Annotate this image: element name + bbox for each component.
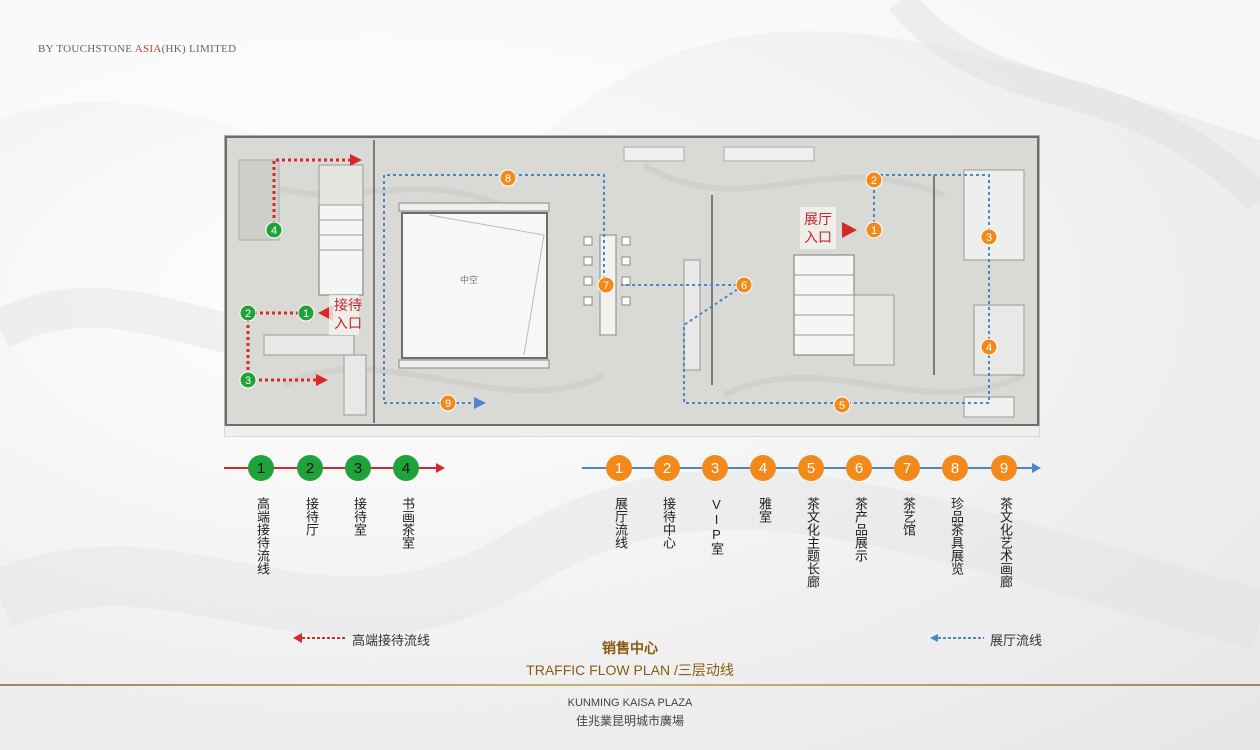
svg-text:3: 3	[354, 460, 362, 477]
orange-marker-1: 1	[865, 221, 883, 239]
svg-text:1: 1	[615, 460, 623, 477]
legend-orange-3: 3	[702, 455, 728, 481]
svg-text:2: 2	[306, 460, 314, 477]
svg-text:7: 7	[603, 280, 609, 292]
footer-en: KUNMING KAISA PLAZA	[567, 697, 693, 709]
legend-orange-6: 6	[846, 455, 872, 481]
svg-text:9: 9	[1000, 460, 1008, 477]
legend-orange-5: 5	[798, 455, 824, 481]
red-arrowhead-top	[350, 154, 362, 166]
orange-marker-7: 7	[597, 276, 615, 294]
legend-right-label-5: 茶文化主题长廊	[805, 497, 820, 588]
legend-orange-2: 2	[654, 455, 680, 481]
svg-text:8: 8	[951, 460, 959, 477]
reception-entrance-line2: 入口	[334, 317, 362, 332]
legend-right-label-4: 雅室	[757, 497, 772, 523]
svg-text:4: 4	[759, 460, 767, 477]
svg-text:6: 6	[855, 460, 863, 477]
reception-entrance-line1: 接待	[334, 297, 362, 314]
orange-marker-6: 6	[735, 276, 753, 294]
showroom-entrance-line1: 展厅	[804, 213, 832, 228]
legend-green-2: 2	[297, 455, 323, 481]
company-brand: BY TOUCHSTONE ASIA(HK) LIMITED	[38, 43, 236, 55]
legend-right-label-6: 茶产品展示	[853, 497, 868, 562]
svg-text:5: 5	[807, 460, 815, 477]
green-marker-3: 3	[239, 371, 257, 389]
key-red-label: 高端接待流线	[352, 633, 431, 648]
orange-marker-3: 3	[980, 228, 998, 246]
legend-right-label-7: 茶艺馆	[901, 497, 916, 536]
green-marker-4: 4	[265, 221, 283, 239]
svg-text:8: 8	[505, 173, 511, 185]
legend-orange-1: 1	[606, 455, 632, 481]
orange-marker-5: 5	[833, 396, 851, 414]
legend-graphics: 1 2 3 4 1 2 3 4 5 6 7 8 9	[224, 455, 1041, 643]
footer-divider	[0, 684, 1260, 686]
svg-text:3: 3	[986, 232, 992, 244]
floor-plan-drawing: 中空 接待 入口 展厅 入口 4 2 1 3 1 2 3 4 5 6 7 8 9	[224, 135, 1040, 437]
legend-right-label-1: 展厅流线	[613, 497, 628, 549]
legend-left-label-1: 高端接待流线	[255, 497, 270, 575]
orange-marker-8: 8	[499, 169, 517, 187]
svg-text:4: 4	[402, 460, 410, 477]
svg-text:4: 4	[986, 342, 992, 354]
legend-right-label-2: 接待中心	[661, 497, 676, 549]
svg-text:9: 9	[445, 398, 451, 410]
svg-text:2: 2	[871, 175, 877, 187]
svg-text:7: 7	[903, 460, 911, 477]
legend-orange-7: 7	[894, 455, 920, 481]
blue-arrowhead	[474, 397, 486, 409]
legend-left-label-3: 接待室	[352, 497, 367, 536]
legend-right-label-8: 珍品茶具展览	[949, 497, 964, 575]
key-blue-label: 展厅流线	[990, 633, 1043, 648]
footer-cn: 佳兆業昆明城市廣場	[575, 714, 684, 728]
showroom-entrance-arrow	[842, 222, 857, 238]
legend-orange-4: 4	[750, 455, 776, 481]
svg-text:2: 2	[663, 460, 671, 477]
svg-text:4: 4	[271, 225, 277, 237]
legend-orange-9: 9	[991, 455, 1017, 481]
brand-accent: ASIA	[134, 43, 162, 55]
legend-left-label-2: 接待厅	[304, 497, 319, 536]
legend-green-3: 3	[345, 455, 371, 481]
orange-marker-2: 2	[865, 171, 883, 189]
center-void-label: 中空	[460, 274, 478, 285]
legend-green-1: 1	[248, 455, 274, 481]
caption-en: TRAFFIC FLOW PLAN /三层动线	[526, 662, 734, 678]
svg-text:3: 3	[245, 375, 251, 387]
svg-text:5: 5	[839, 400, 845, 412]
legend-right-label-3: VIP室	[709, 497, 724, 555]
svg-text:2: 2	[245, 308, 251, 320]
showroom-entrance-line2: 入口	[804, 231, 832, 246]
orange-marker-9: 9	[439, 394, 457, 412]
blue-route	[383, 174, 990, 404]
legend-green-4: 4	[393, 455, 419, 481]
brand-suffix: (HK) LIMITED	[161, 43, 237, 55]
legend-right-label-9: 茶文化艺术画廊	[998, 497, 1013, 588]
red-arrowhead-bottom	[316, 374, 328, 386]
green-marker-2: 2	[239, 304, 257, 322]
orange-marker-4: 4	[980, 338, 998, 356]
svg-text:1: 1	[871, 225, 877, 237]
floor-plan: 中空 接待 入口 展厅 入口 4 2 1 3 1 2 3 4 5 6 7 8 9	[224, 135, 1040, 437]
caption-cn: 销售中心	[602, 640, 658, 656]
svg-text:1: 1	[257, 460, 265, 477]
legend-orange-8: 8	[942, 455, 968, 481]
svg-text:3: 3	[711, 460, 719, 477]
svg-text:1: 1	[303, 308, 309, 320]
svg-text:6: 6	[741, 280, 747, 292]
brand-prefix: BY TOUCHSTONE	[38, 43, 135, 55]
green-marker-1: 1	[297, 304, 315, 322]
legend-left-label-4: 书画茶室	[400, 497, 415, 549]
